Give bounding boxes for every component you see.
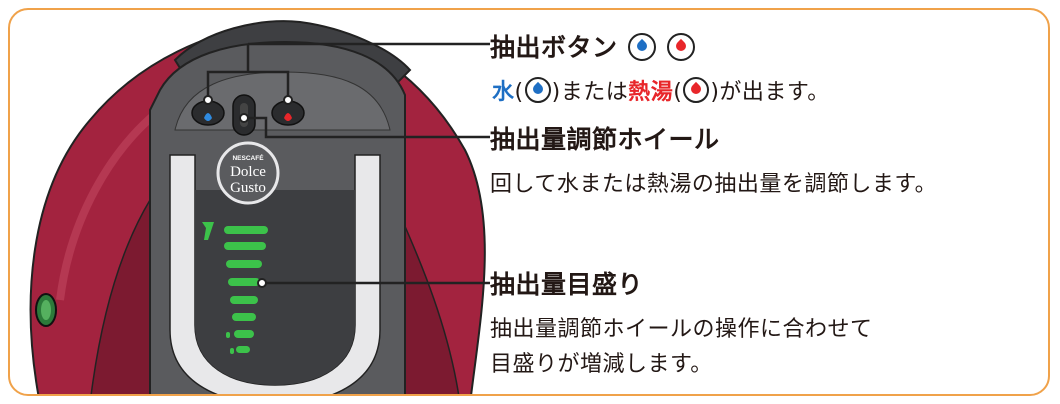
- extraction-buttons-desc: 水()または熱湯()が出ます。: [492, 74, 830, 106]
- volume-wheel-title: 抽出量調節ホイール: [490, 125, 720, 154]
- extraction-buttons-title: 抽出ボタン: [490, 28, 696, 64]
- logo-brand: NESCAFÉ: [232, 153, 264, 162]
- volume-gauge-desc-line2: 目盛りが増減します。: [490, 352, 713, 377]
- hot-water-drop-icon: [683, 77, 710, 103]
- hot-water-drop-icon: [666, 33, 695, 61]
- desc-middle-text: または: [560, 80, 629, 105]
- hot-water-word: 熱湯: [628, 80, 674, 105]
- water-word: 水: [492, 80, 515, 105]
- extraction-buttons-title-text: 抽出ボタン: [490, 33, 618, 62]
- logo-dolce: Dolce: [230, 164, 266, 180]
- water-drop-icon: [627, 33, 656, 61]
- volume-gauge-desc-line1: 抽出量調節ホイールの操作に合わせて: [490, 317, 873, 342]
- volume-gauge-bars: [202, 222, 268, 354]
- desc-end-text: が出ます。: [719, 80, 830, 105]
- logo-gusto: Gusto: [230, 180, 266, 196]
- volume-wheel-desc: 回して水または熱湯の抽出量を調節します。: [490, 172, 938, 197]
- gauge-panel: [195, 190, 355, 385]
- callout-line-wheel: [244, 116, 490, 139]
- water-drop-icon: [524, 77, 551, 103]
- dolce-gusto-logo: [216, 141, 280, 205]
- volume-gauge-title: 抽出量目盛り: [490, 270, 644, 299]
